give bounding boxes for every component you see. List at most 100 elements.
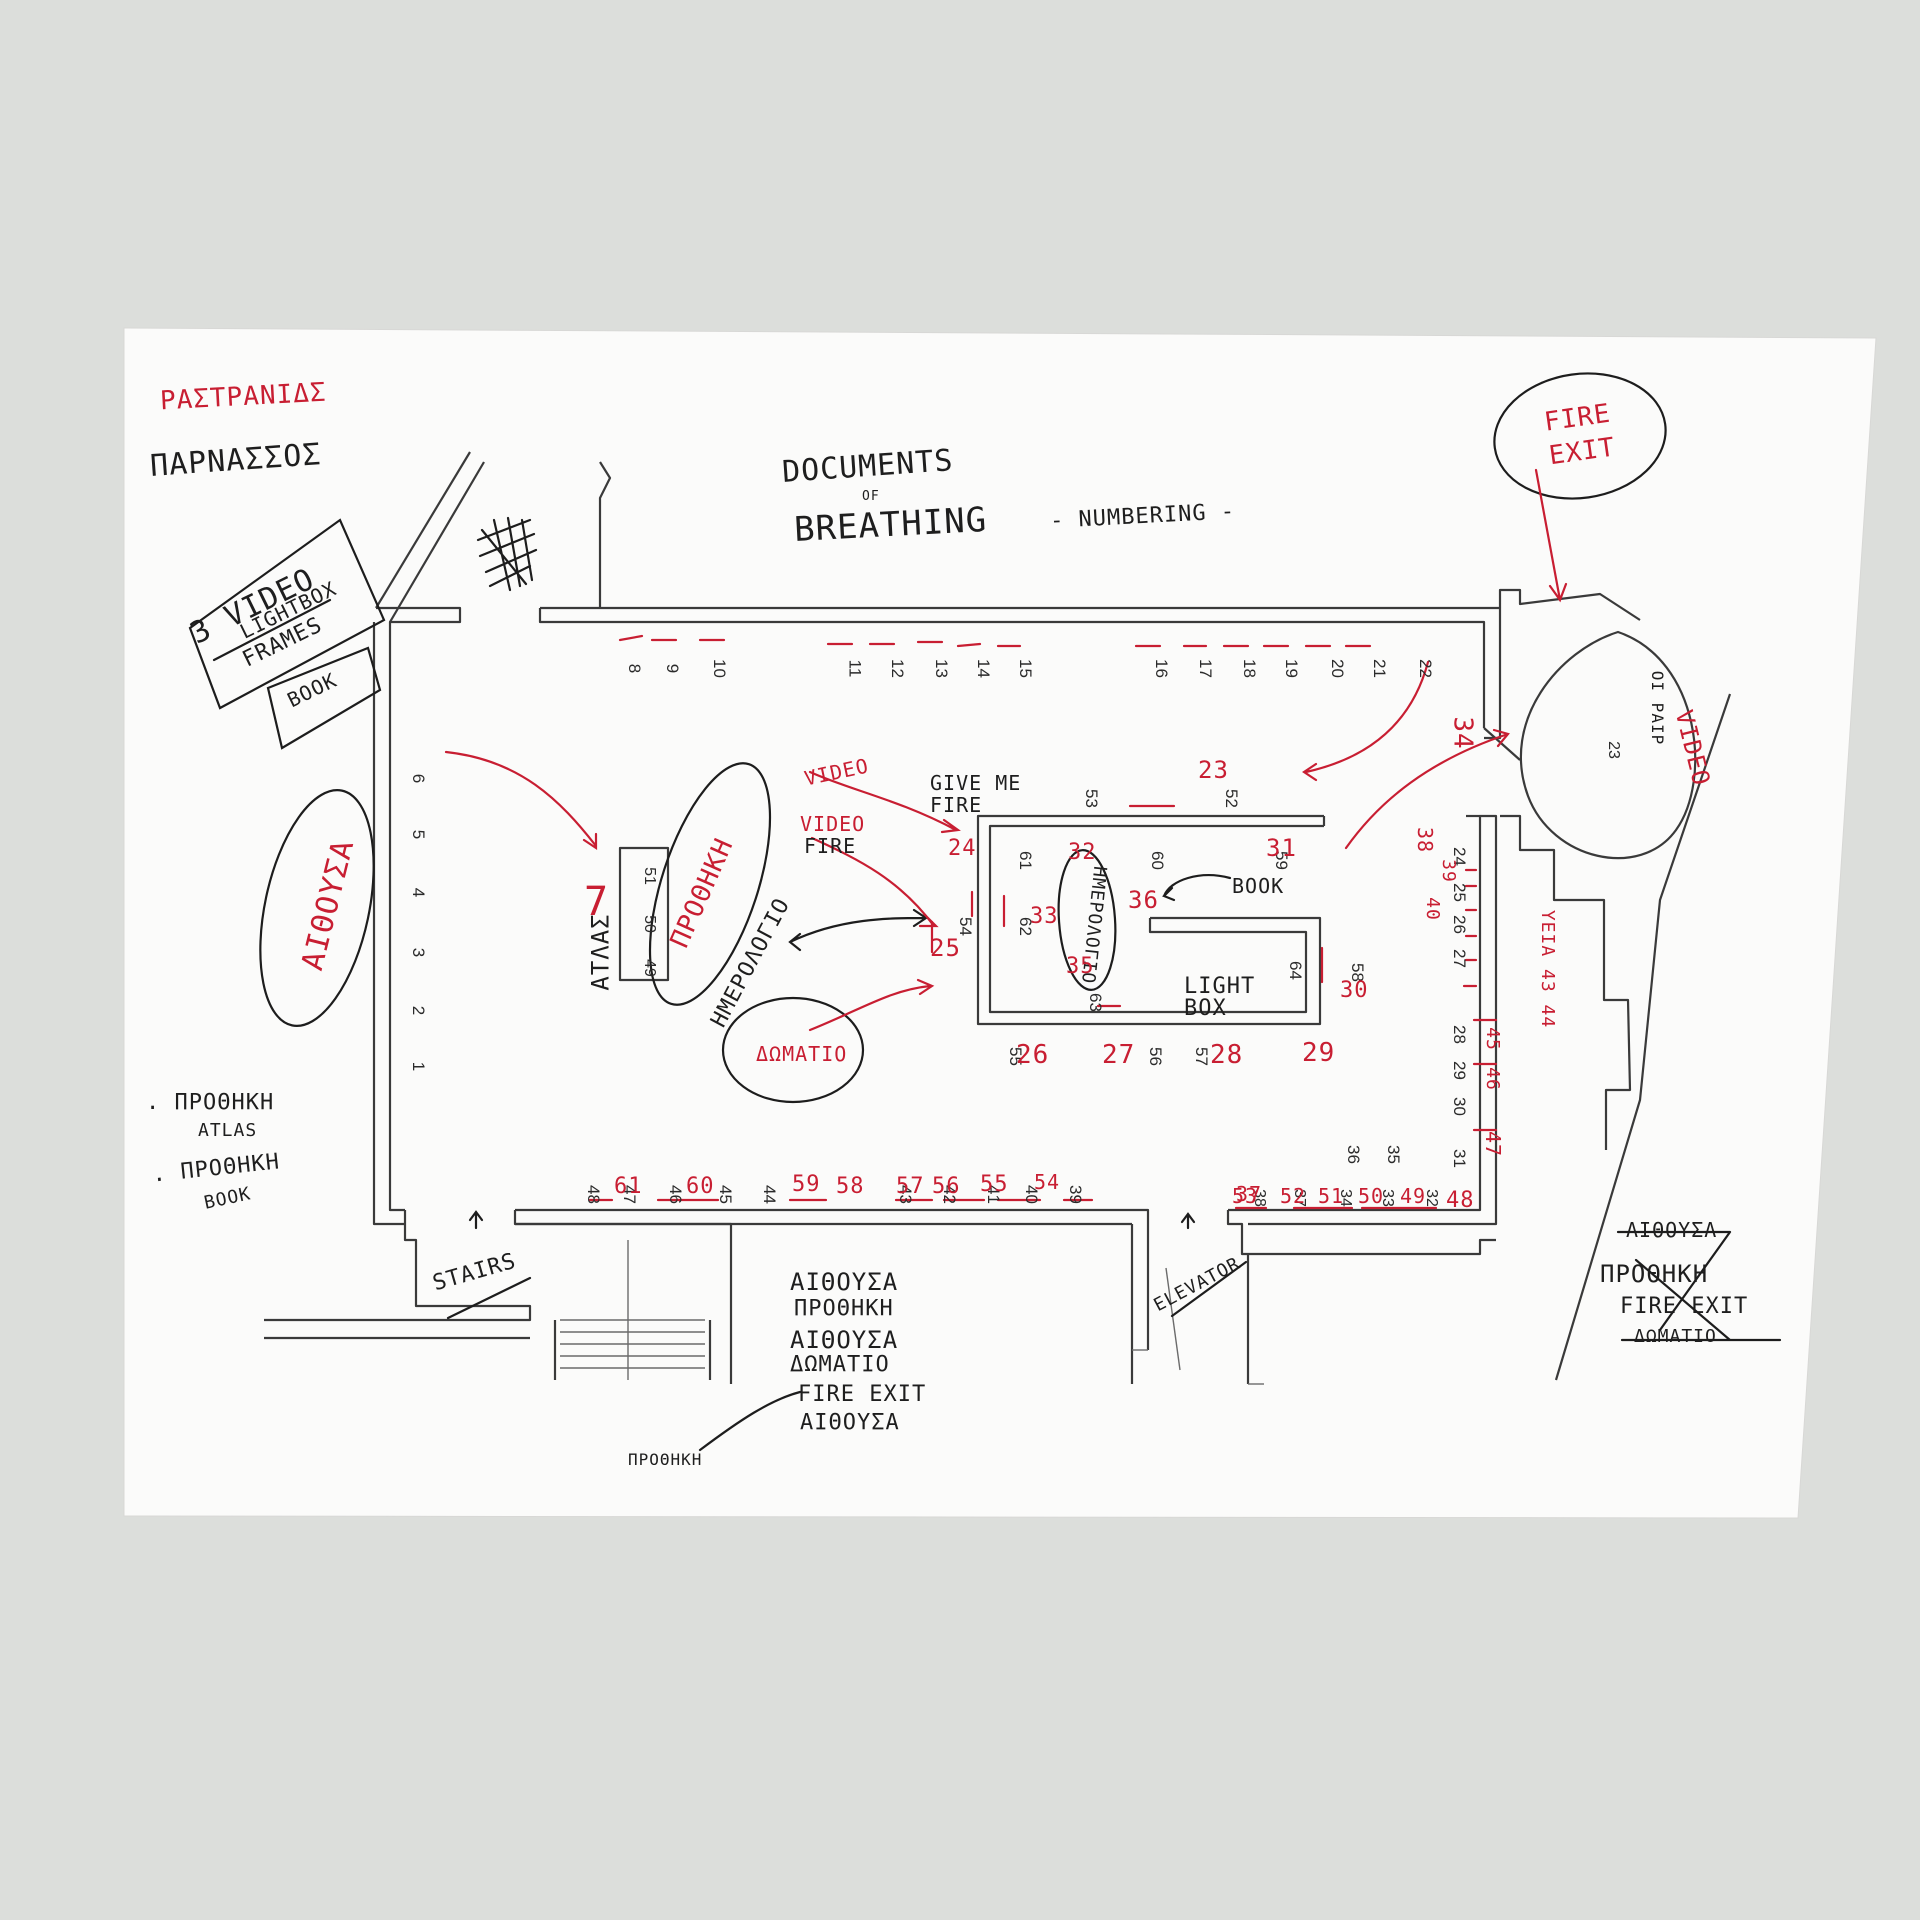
red-number-35: 35 [1066, 954, 1095, 979]
core-number: 60 [1147, 851, 1167, 870]
wall-number: 26 [1449, 915, 1469, 934]
red-number-30: 30 [1340, 978, 1369, 1003]
red-number-46: 46 [1481, 1067, 1503, 1091]
red-number-53: 53 [1232, 1184, 1259, 1208]
wall-number: 11 [845, 659, 865, 678]
red-number-54: 54 [1034, 1170, 1061, 1194]
red-number-34: 34 [1447, 716, 1478, 750]
red-number-40: 40 [1421, 897, 1443, 921]
red-annotations [444, 468, 1568, 1210]
scribble-mark [476, 516, 538, 592]
wall-number: 44 [759, 1185, 779, 1204]
red-number-60: 60 [686, 1174, 715, 1199]
red-number-33: 33 [1030, 904, 1059, 929]
core-number: 63 [1085, 993, 1105, 1012]
wall-number: 16 [1151, 659, 1171, 678]
core-structure [618, 814, 1326, 1026]
bottom-list-item-1: ΑΙΘΟΥΣΑ [790, 1268, 899, 1296]
wall-number: 6 [409, 773, 429, 784]
paper-sheet [123, 327, 1877, 1519]
wall-number: 25 [1449, 883, 1469, 902]
display-case-number: 51 [640, 867, 658, 885]
wall-number: 3 [409, 947, 429, 958]
core-number: 64 [1285, 961, 1305, 980]
wall-number: 28 [1449, 1025, 1469, 1044]
bottom-list-item-4: ΔΩΜΑΤΙΟ [790, 1352, 890, 1377]
core-number: 56 [1145, 1047, 1165, 1066]
label-red-7: 7 [584, 879, 610, 925]
wall-number: 17 [1195, 659, 1215, 678]
bottom-list-item-6: ΑΙΘΟΥΣΑ [800, 1410, 900, 1435]
red-number-45: 45 [1481, 1027, 1503, 1051]
right-note-line-1: ΑΙΘΟΥΣΑ [1626, 1218, 1718, 1242]
red-number-37: 37 [1236, 1182, 1263, 1206]
red-number-32: 32 [1068, 840, 1097, 865]
wall-number: 20 [1327, 659, 1347, 678]
wall-number: 18 [1239, 659, 1259, 678]
wall-number: 21 [1369, 659, 1389, 678]
wall-number: 22 [1415, 659, 1435, 678]
left-note-line-1: . ΠΡΟΘΗΚΗ [146, 1090, 275, 1115]
red-number-38: 38 [1413, 826, 1438, 854]
red-number-50: 50 [1358, 1184, 1385, 1208]
wall-number: 14 [973, 659, 993, 678]
label-video-fire-1: VIDEO [800, 812, 866, 836]
wall-number: 30 [1449, 1097, 1469, 1116]
bottom-list-item-3: ΑΙΘΟΥΣΑ [790, 1326, 899, 1354]
wall-number: 8 [625, 663, 645, 674]
wall-number: 13 [931, 659, 951, 678]
red-number-57: 57 [896, 1174, 925, 1199]
red-number-28: 28 [1210, 1040, 1244, 1070]
label-dwmatio: ΔΩΜΑΤΙΟ [756, 1042, 848, 1066]
wall-number: 10 [709, 659, 729, 678]
wall-number: 4 [409, 887, 429, 898]
red-number-55: 55 [980, 1172, 1009, 1197]
red-number-27: 27 [1102, 1040, 1136, 1070]
red-number-52: 52 [1280, 1184, 1307, 1208]
red-number-56: 56 [932, 1174, 961, 1199]
red-number-25: 25 [930, 934, 961, 962]
red-number-24: 24 [948, 836, 977, 861]
display-case-number: 50 [640, 915, 658, 933]
label-light-box: LIGHT BOX [1184, 974, 1256, 1021]
label-oi-paroi: ΟΙ ΡΑΙΡ [1648, 670, 1668, 746]
wall-number: 1 [409, 1061, 429, 1072]
wall-number: 29 [1449, 1061, 1469, 1080]
red-number-61: 61 [614, 1174, 643, 1199]
right-note-line-3: FIRE EXIT [1620, 1294, 1749, 1319]
wall-number: 45 [715, 1185, 735, 1204]
red-number-36: 36 [1128, 886, 1159, 914]
wall-number: 9 [663, 663, 683, 674]
red-number-39: 39 [1437, 859, 1459, 883]
wall-number: 46 [665, 1185, 685, 1204]
label-right-red-vertical: ΥΕΙΑ 43 44 [1537, 909, 1559, 1029]
right-note-line-2: ΠΡΟΘΗΚΗ [1600, 1260, 1709, 1288]
plan-walls [264, 451, 1732, 1385]
wall-number: 27 [1449, 949, 1469, 968]
label-book: BOOK [1232, 874, 1285, 898]
red-number-51: 51 [1318, 1184, 1345, 1208]
core-number: 52 [1221, 789, 1241, 808]
red-number-29: 29 [1302, 1038, 1336, 1068]
wall-number: 15 [1015, 659, 1035, 678]
label-give-me-fire: GIVE ME FIRE [930, 771, 1022, 817]
wall-number: 19 [1281, 659, 1301, 678]
title-line-2: OF [862, 489, 880, 504]
red-number-31: 31 [1266, 834, 1297, 862]
red-number-59: 59 [792, 1172, 821, 1197]
wall-number: 35 [1383, 1145, 1403, 1164]
red-number-48: 48 [1446, 1188, 1475, 1213]
red-number-26: 26 [1016, 1040, 1050, 1070]
left-note-line-2: ATLAS [198, 1120, 258, 1141]
bottom-list-item-2: ΠΡΟΘΗΚΗ [794, 1296, 894, 1321]
red-number-49: 49 [1400, 1184, 1427, 1208]
ink-annotations [188, 372, 1782, 1452]
wall-number: 5 [409, 829, 429, 840]
core-number: 61 [1015, 851, 1035, 870]
label-video-fire-2: FIRE [804, 834, 857, 858]
wall-number: 12 [887, 659, 907, 678]
core-number: 53 [1081, 789, 1101, 808]
red-number-23: 23 [1198, 756, 1229, 784]
